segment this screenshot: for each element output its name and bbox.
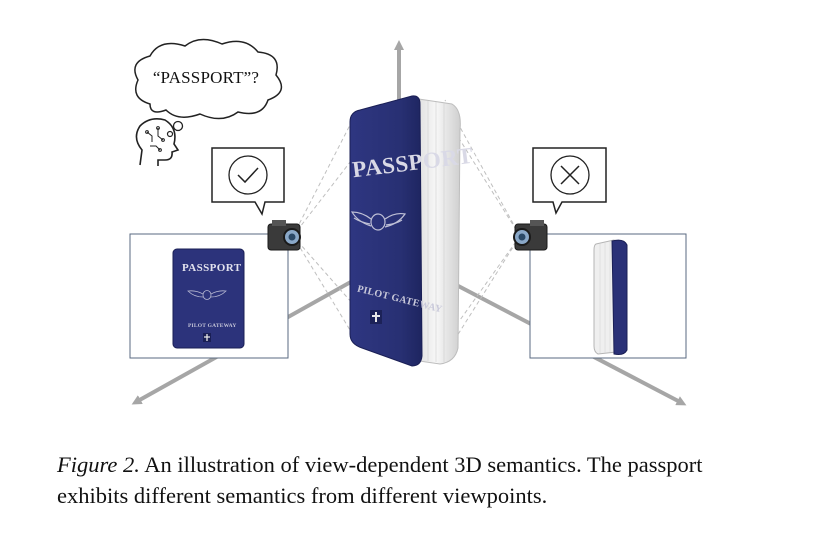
wings-emblem-icon bbox=[350, 211, 407, 231]
right-view-passport bbox=[593, 239, 628, 355]
left-verdict-bubble bbox=[211, 147, 285, 216]
star-emblem-icon bbox=[370, 310, 382, 324]
figure-graphic bbox=[129, 38, 687, 406]
passport-3d bbox=[349, 95, 461, 367]
left-camera-icon bbox=[267, 220, 301, 251]
left-view-passport bbox=[172, 248, 245, 349]
caption-label: Figure 2. bbox=[57, 452, 140, 477]
thought-bubble-text: “PASSPORT”? bbox=[152, 68, 260, 87]
right-verdict-bubble bbox=[532, 147, 607, 215]
passport-cover bbox=[349, 95, 423, 367]
left-thumbnail-title: PASSPORT bbox=[182, 262, 242, 274]
caption-text: An illustration of view-dependent 3D sem… bbox=[57, 452, 703, 508]
thinking-head-icon bbox=[135, 118, 180, 166]
figure-caption: Figure 2. An illustration of view-depend… bbox=[57, 449, 762, 511]
check-circle-icon bbox=[228, 155, 268, 195]
left-thumbnail-subtitle: PILOT GATEWAY bbox=[188, 323, 237, 329]
x-circle-icon bbox=[550, 155, 590, 195]
thought-bubble bbox=[134, 38, 283, 138]
figure-2: “PASSPORT”? PASSPORT PILOT GATEWAY PASSP… bbox=[129, 38, 687, 406]
right-camera-icon bbox=[513, 220, 548, 251]
